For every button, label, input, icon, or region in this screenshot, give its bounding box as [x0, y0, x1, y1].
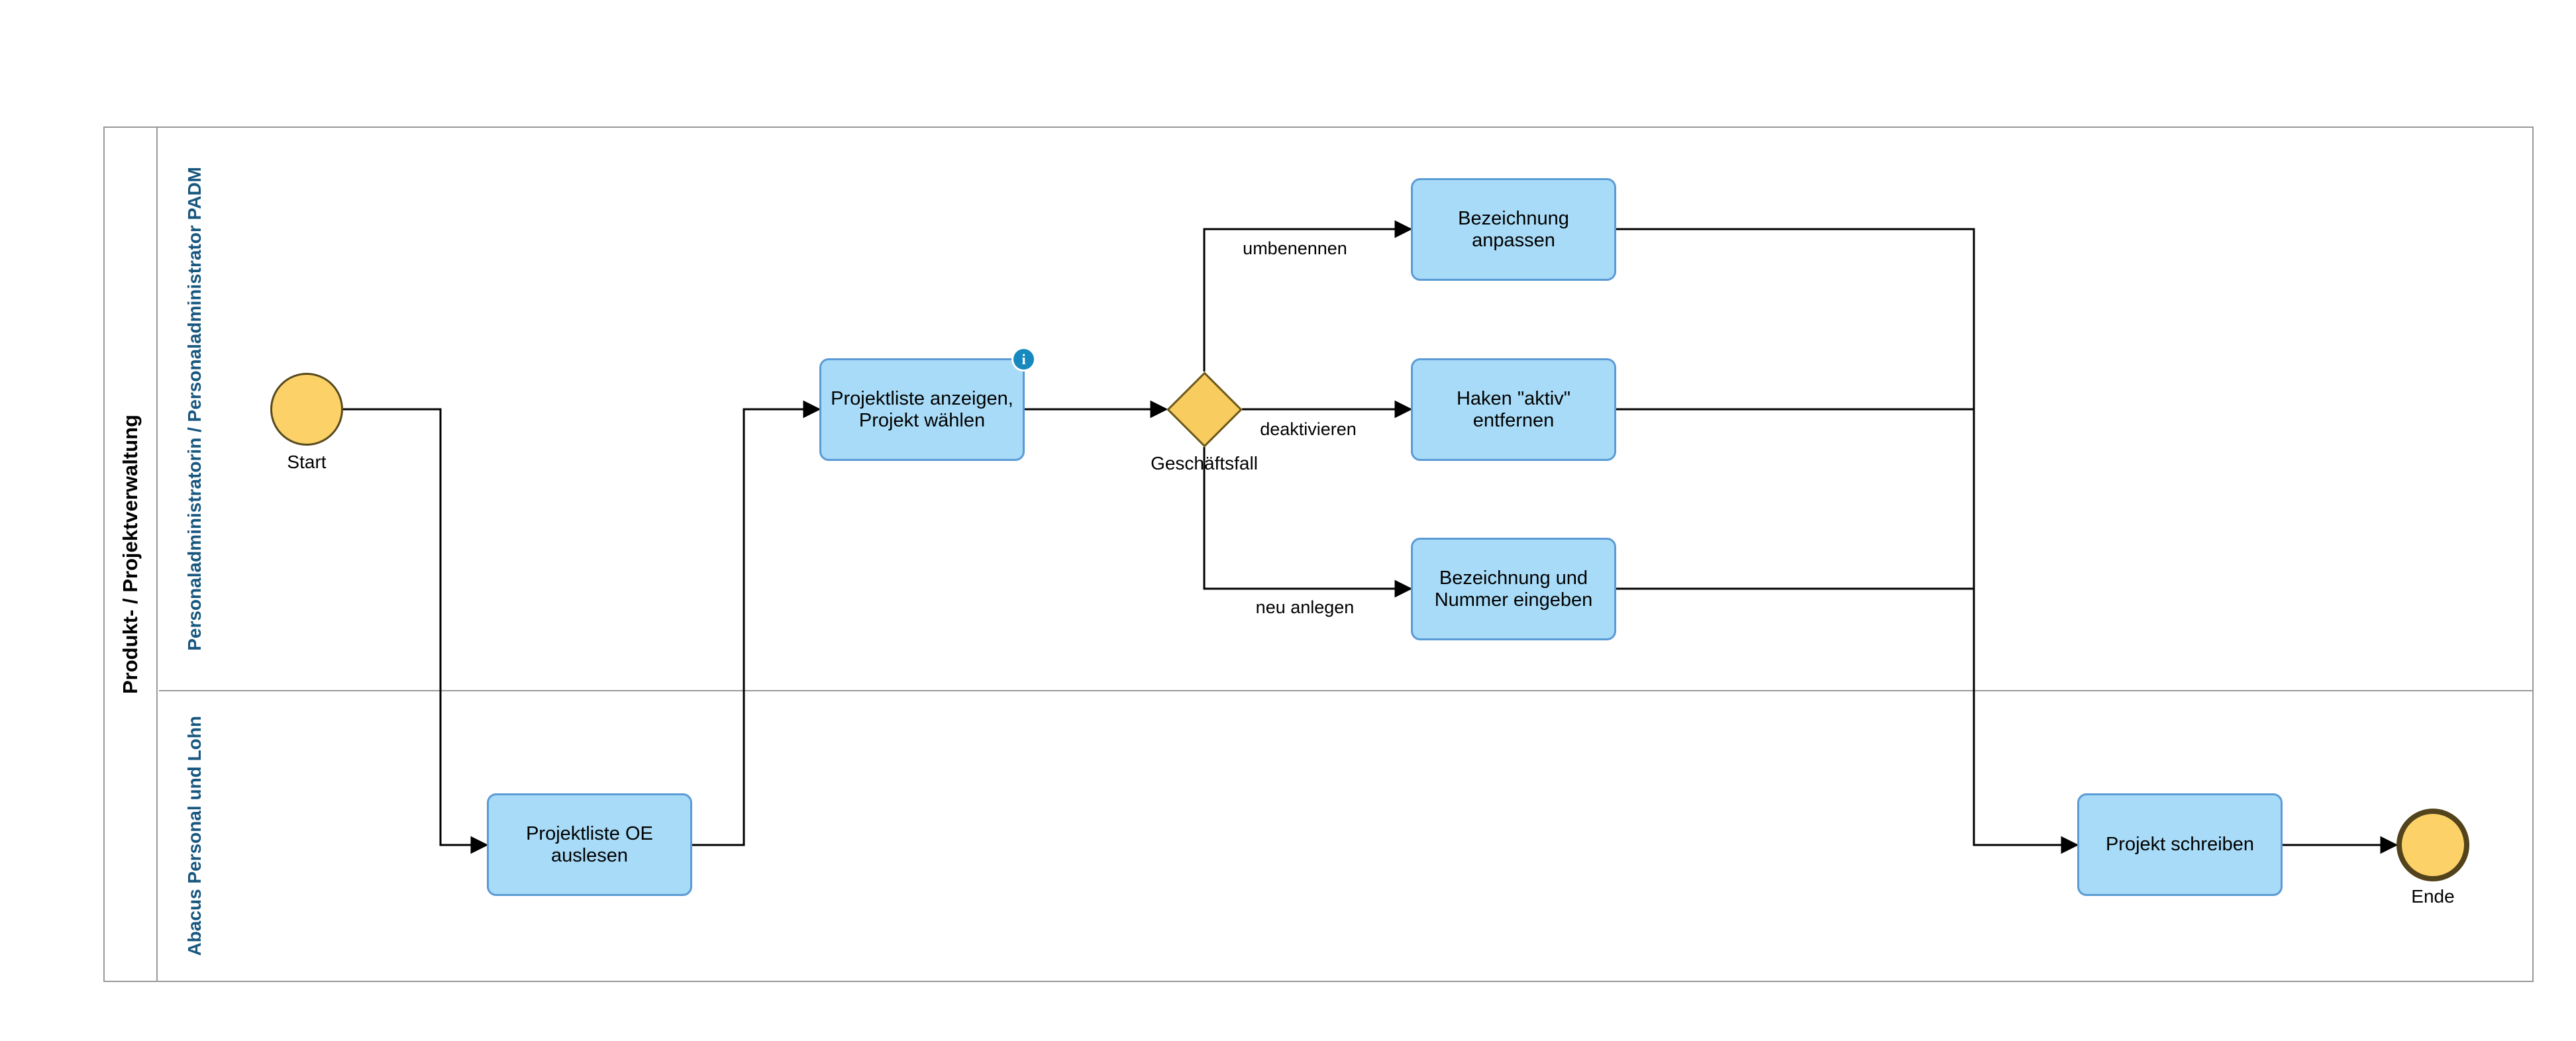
flow-gateway-to-bezeichnung-anpassen: [1203, 220, 1413, 372]
flow-projektliste-oe-to-anzeigen: [692, 400, 821, 846]
edge-label-deaktivieren: deaktivieren: [1260, 419, 1357, 439]
task-projektliste-anzeigen[interactable]: Projektliste anzeigen, Projekt wählen: [819, 358, 1025, 461]
flow-start-to-projektliste-oe: [343, 408, 489, 854]
pool-produkt-projektverwaltung: Produkt- / Projektverwaltung Personaladm…: [103, 126, 2534, 982]
task-bezeichnung-anpassen[interactable]: Bezeichnung anpassen: [1411, 178, 1616, 281]
start-event-label: Start: [287, 452, 327, 472]
task-label: Projektliste OE auslesen: [526, 822, 653, 866]
flow-gateway-to-bezeichnung-nummer: [1203, 447, 1413, 598]
edge-label-umbenennen: umbenennen: [1243, 238, 1347, 258]
end-event[interactable]: [2396, 809, 2469, 881]
lane-abacus-personal-und-lohn: Abacus Personal und Lohn: [159, 690, 2532, 981]
end-event-label: Ende: [2411, 886, 2455, 907]
task-label: Bezeichnung und Nummer eingeben: [1434, 567, 1593, 611]
task-label: Projekt schreiben: [2105, 834, 2255, 855]
task-bezeichnung-nummer-eingeben[interactable]: Bezeichnung und Nummer eingeben: [1411, 538, 1616, 640]
edge-label-neu-anlegen: neu anlegen: [1255, 597, 1355, 617]
task-label: Projektliste anzeigen, Projekt wählen: [831, 387, 1013, 431]
task-label: Haken "aktiv" entfernen: [1456, 387, 1571, 431]
gateway-label: Geschäftsfall: [1151, 453, 1258, 473]
task-label: Bezeichnung anpassen: [1458, 207, 1569, 251]
start-event[interactable]: [270, 373, 343, 446]
pool-title-cell: Produkt- / Projektverwaltung: [105, 128, 158, 981]
info-icon[interactable]: i: [1013, 349, 1034, 370]
lanes-container: Personaladministratorin / Personaladmini…: [159, 128, 2532, 981]
task-haken-aktiv-entfernen[interactable]: Haken "aktiv" entfernen: [1411, 358, 1616, 461]
info-icon-glyph: i: [1021, 350, 1026, 368]
task-projekt-schreiben[interactable]: Projekt schreiben: [2077, 793, 2283, 896]
flow-merge-to-projekt-schreiben: [1616, 228, 2079, 854]
task-projektliste-oe-auslesen[interactable]: Projektliste OE auslesen: [487, 793, 692, 896]
